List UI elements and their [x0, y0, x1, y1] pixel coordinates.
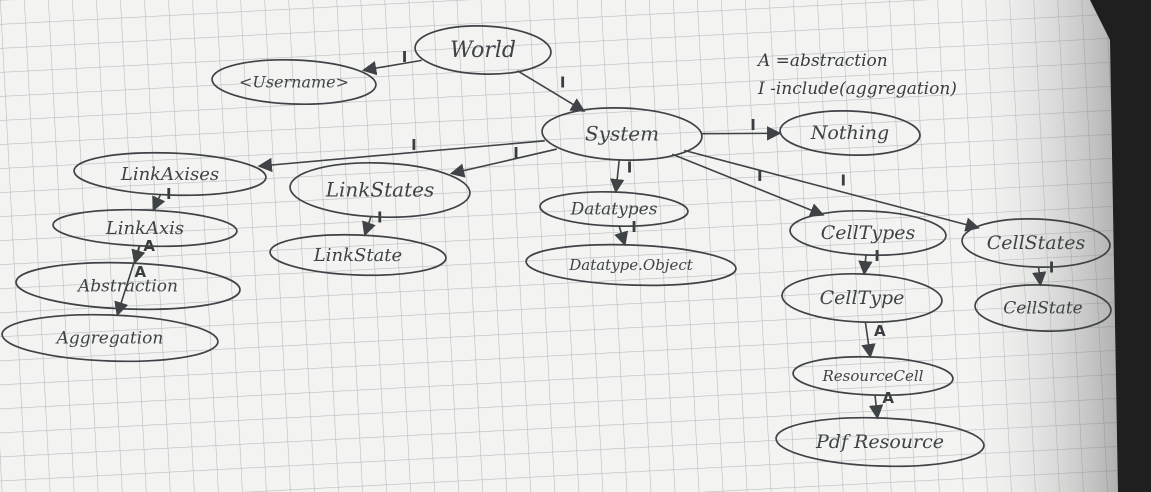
- edge-linkaxises-linkaxis: [152, 194, 166, 212]
- node-label-linkstates: LinkStates: [325, 178, 434, 202]
- node-pdfresource: Pdf Resource: [775, 416, 985, 468]
- node-ellipse-datatypeobject: [525, 243, 737, 287]
- node-ellipse-linkstates: [289, 161, 471, 219]
- node-label-pdfresource: Pdf Resource: [815, 431, 944, 453]
- edge-world-username: [361, 59, 422, 76]
- legend: A =abstraction I -include(aggregation): [756, 51, 957, 99]
- edge-celltypes-celltype: [858, 254, 873, 276]
- edge-label-datatypes-datatypeobject: I: [631, 218, 637, 236]
- node-ellipse-world: [414, 25, 552, 75]
- node-label-nothing: Nothing: [810, 122, 889, 144]
- edge-system-celltypes: [671, 153, 825, 217]
- node-label-datatypeobject: Datatype.Object: [568, 256, 694, 274]
- node-ellipse-resourcecell: [792, 355, 954, 397]
- edge-label-system-datatypes: I: [627, 158, 633, 176]
- edge-datatypes-datatypeobject: [614, 225, 629, 247]
- node-label-system: System: [585, 122, 659, 146]
- node-ellipse-aggregation: [1, 313, 219, 363]
- paper-shadow: [0, 0, 1118, 492]
- node-label-cellstates: CellStates: [987, 232, 1086, 254]
- edge-label-system-linkaxises: I: [411, 136, 417, 154]
- edge-label-celltype-resourcecell: A: [874, 322, 886, 340]
- node-label-linkaxis: LinkAxis: [105, 218, 184, 239]
- node-datatypes: Datatypes: [539, 190, 689, 228]
- node-resourcecell: ResourceCell: [792, 355, 954, 397]
- node-ellipse-abstraction: [15, 261, 241, 311]
- edge-cellstates-cellstate: [1031, 266, 1047, 287]
- edge-label-system-linkstates: I: [513, 144, 519, 162]
- node-label-username: <Username>: [239, 73, 349, 92]
- node-ellipse-datatypes: [539, 190, 689, 228]
- edge-world-system: [516, 70, 586, 112]
- node-celltypes: CellTypes: [789, 209, 947, 257]
- node-linkstate: LinkState: [269, 233, 447, 277]
- edge-linkstates-linkstate: [362, 216, 376, 237]
- node-linkaxises: LinkAxises: [73, 151, 267, 197]
- edge-label-system-cellstates: I: [841, 172, 847, 190]
- node-ellipse-celltypes: [789, 209, 947, 257]
- node-label-aggregation: Aggregation: [55, 329, 164, 349]
- node-ellipse-system: [541, 107, 703, 161]
- node-label-linkaxises: LinkAxises: [120, 164, 219, 185]
- node-label-celltypes: CellTypes: [821, 222, 916, 244]
- dark-background: [1090, 0, 1151, 492]
- node-celltype: CellType: [781, 273, 943, 323]
- node-cellstates: CellStates: [961, 218, 1111, 268]
- node-linkaxis: LinkAxis: [52, 208, 238, 248]
- node-ellipse-cellstate: [974, 284, 1112, 332]
- node-ellipse-nothing: [779, 110, 921, 156]
- node-abstraction: Abstraction: [15, 261, 241, 311]
- node-label-datatypes: Datatypes: [570, 200, 658, 220]
- node-world: World: [414, 25, 552, 75]
- node-label-celltype: CellType: [820, 287, 905, 309]
- edge-label-linkaxises-linkaxis: I: [166, 185, 172, 203]
- node-ellipse-username: [211, 58, 377, 106]
- edge-label-world-username: I: [402, 48, 408, 66]
- node-ellipse-pdfresource: [775, 416, 985, 468]
- legend-include: I -include(aggregation): [757, 79, 957, 99]
- node-cellstate: CellState: [974, 284, 1112, 332]
- edge-celltype-resourcecell: [861, 321, 876, 359]
- node-label-resourcecell: ResourceCell: [822, 367, 924, 385]
- node-datatypeobject: Datatype.Object: [525, 243, 737, 287]
- edge-label-linkaxis-aggregation: A: [134, 263, 146, 281]
- node-label-cellstate: CellState: [1003, 299, 1082, 319]
- legend-abstraction: A =abstraction: [756, 51, 888, 71]
- node-linkstates: LinkStates: [289, 161, 471, 219]
- edge-label-resourcecell-pdfresource: A: [882, 389, 894, 407]
- node-ellipse-celltype: [781, 273, 943, 323]
- edge-label-system-nothing: I: [750, 116, 756, 134]
- node-system: System: [541, 107, 703, 161]
- node-label-world: World: [450, 38, 516, 63]
- node-username: <Username>: [211, 58, 377, 106]
- nodes-layer: World <Username> System NothingLinkAxisesLi…: [1, 25, 1112, 468]
- edge-system-cellstates: [683, 149, 980, 232]
- node-ellipse-linkaxis: [52, 208, 238, 248]
- edge-system-linkstates: [449, 148, 558, 178]
- edge-label-system-celltypes: I: [757, 167, 763, 185]
- node-label-abstraction: Abstraction: [76, 277, 178, 297]
- edge-resourcecell-pdfresource: [868, 394, 884, 420]
- node-nothing: Nothing: [779, 110, 921, 156]
- edge-system-linkaxises: [257, 140, 545, 173]
- node-ellipse-linkstate: [269, 233, 447, 277]
- edge-label-world-system: I: [560, 73, 566, 91]
- node-aggregation: Aggregation: [1, 313, 219, 363]
- node-label-linkstate: LinkState: [313, 245, 402, 266]
- node-ellipse-linkaxises: [73, 151, 267, 197]
- edge-system-datatypes: [610, 159, 625, 194]
- node-ellipse-cellstates: [961, 218, 1111, 268]
- edge-linkaxis-aggregation: [114, 245, 141, 317]
